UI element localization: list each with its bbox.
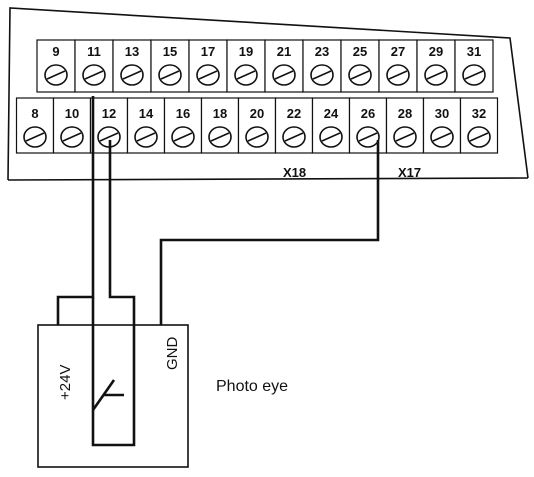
terminal-number: 12 — [102, 106, 116, 121]
screw-slot — [312, 70, 332, 80]
terminal-13: 13 — [112, 39, 152, 93]
terminal-number: 19 — [239, 44, 253, 59]
pin-label-gnd: GND — [164, 337, 181, 371]
terminal-number: 15 — [163, 44, 177, 59]
terminal-number: 23 — [315, 44, 329, 59]
terminal-number: 24 — [324, 106, 339, 121]
terminal-number: 28 — [398, 106, 412, 121]
terminal-29: 29 — [416, 39, 456, 93]
screw-slot — [84, 70, 104, 80]
wire-terminal-26-to-gnd — [159, 140, 380, 325]
screw-slot — [464, 70, 484, 80]
terminal-number: 29 — [429, 44, 443, 59]
terminal-number: 16 — [176, 106, 190, 121]
terminal-19: 19 — [226, 39, 266, 93]
screw-slot — [284, 132, 304, 142]
terminal-number: 14 — [139, 106, 154, 121]
screw-slot — [321, 132, 341, 142]
screw-slot — [358, 132, 378, 142]
screw-slot — [236, 70, 256, 80]
screw-slot — [160, 70, 180, 80]
screw-slot — [210, 132, 230, 142]
terminal-11: 11 — [74, 39, 114, 93]
screw-slot — [25, 132, 45, 142]
terminal-number: 26 — [361, 106, 375, 121]
terminal-18: 18 — [200, 97, 240, 154]
terminal-28: 28 — [385, 97, 425, 154]
screw-slot — [46, 70, 66, 80]
terminal-number: 32 — [472, 106, 486, 121]
screw-slot — [388, 70, 408, 80]
screw-slot — [122, 70, 142, 80]
photo-eye-switch-contact — [91, 325, 136, 447]
terminal-30: 30 — [422, 97, 462, 154]
terminal-row-bottom: 8 10 12 14 16 18 20 22 24 26 28 30 32 — [15, 97, 499, 154]
terminal-number: 27 — [391, 44, 405, 59]
terminal-15: 15 — [150, 39, 190, 93]
screw-slot — [99, 132, 119, 142]
terminal-8: 8 — [15, 97, 55, 154]
screw-slot — [198, 70, 218, 80]
terminal-32: 32 — [459, 97, 499, 154]
terminal-27: 27 — [378, 39, 418, 93]
terminal-block-housing — [7, 7, 529, 181]
terminal-number: 18 — [213, 106, 227, 121]
screw-slot — [247, 132, 267, 142]
terminal-17: 17 — [188, 39, 228, 93]
screw-slot — [274, 70, 294, 80]
terminal-24: 24 — [311, 97, 351, 154]
terminal-23: 23 — [302, 39, 342, 93]
photo-eye-label: Photo eye — [216, 378, 288, 395]
screw-slot — [136, 132, 156, 142]
terminal-number: 21 — [277, 44, 291, 59]
wire-terminal-11-to-24v — [56, 96, 95, 325]
terminal-number: 17 — [201, 44, 215, 59]
terminal-16: 16 — [163, 97, 203, 154]
terminal-9: 9 — [36, 39, 76, 93]
photo-eye-housing — [37, 324, 189, 468]
screw-slot — [62, 132, 82, 142]
screw-slot — [395, 132, 415, 142]
terminal-10: 10 — [52, 97, 92, 154]
terminal-20: 20 — [237, 97, 277, 154]
terminal-number: 30 — [435, 106, 449, 121]
terminal-number: 8 — [31, 106, 38, 121]
screw-slot — [173, 132, 193, 142]
screw-slot — [469, 132, 489, 142]
screw-slot — [426, 70, 446, 80]
terminal-number: 10 — [65, 106, 79, 121]
terminal-31: 31 — [454, 39, 494, 93]
terminal-number: 9 — [52, 44, 59, 59]
connector-label-x17: X17 — [398, 165, 421, 180]
pin-label-24v: +24V — [57, 365, 74, 400]
housing-bottom-line — [7, 177, 529, 181]
terminal-26: 26 — [348, 97, 388, 154]
screw-slot — [350, 70, 370, 80]
connector-label-x18: X18 — [283, 165, 306, 180]
terminal-number: 25 — [353, 44, 367, 59]
wire-terminal-12-output — [108, 140, 136, 325]
screw-slot — [432, 132, 452, 142]
terminal-row-top: 9 11 13 15 17 19 21 23 25 27 29 31 — [36, 39, 494, 93]
terminal-number: 13 — [125, 44, 139, 59]
terminal-number: 20 — [250, 106, 264, 121]
terminal-cell — [15, 97, 55, 154]
terminal-number: 31 — [467, 44, 481, 59]
terminal-25: 25 — [340, 39, 380, 93]
terminal-22: 22 — [274, 97, 314, 154]
terminal-number: 11 — [87, 44, 101, 59]
terminal-14: 14 — [126, 97, 166, 154]
terminal-21: 21 — [264, 39, 304, 93]
terminal-number: 22 — [287, 106, 301, 121]
